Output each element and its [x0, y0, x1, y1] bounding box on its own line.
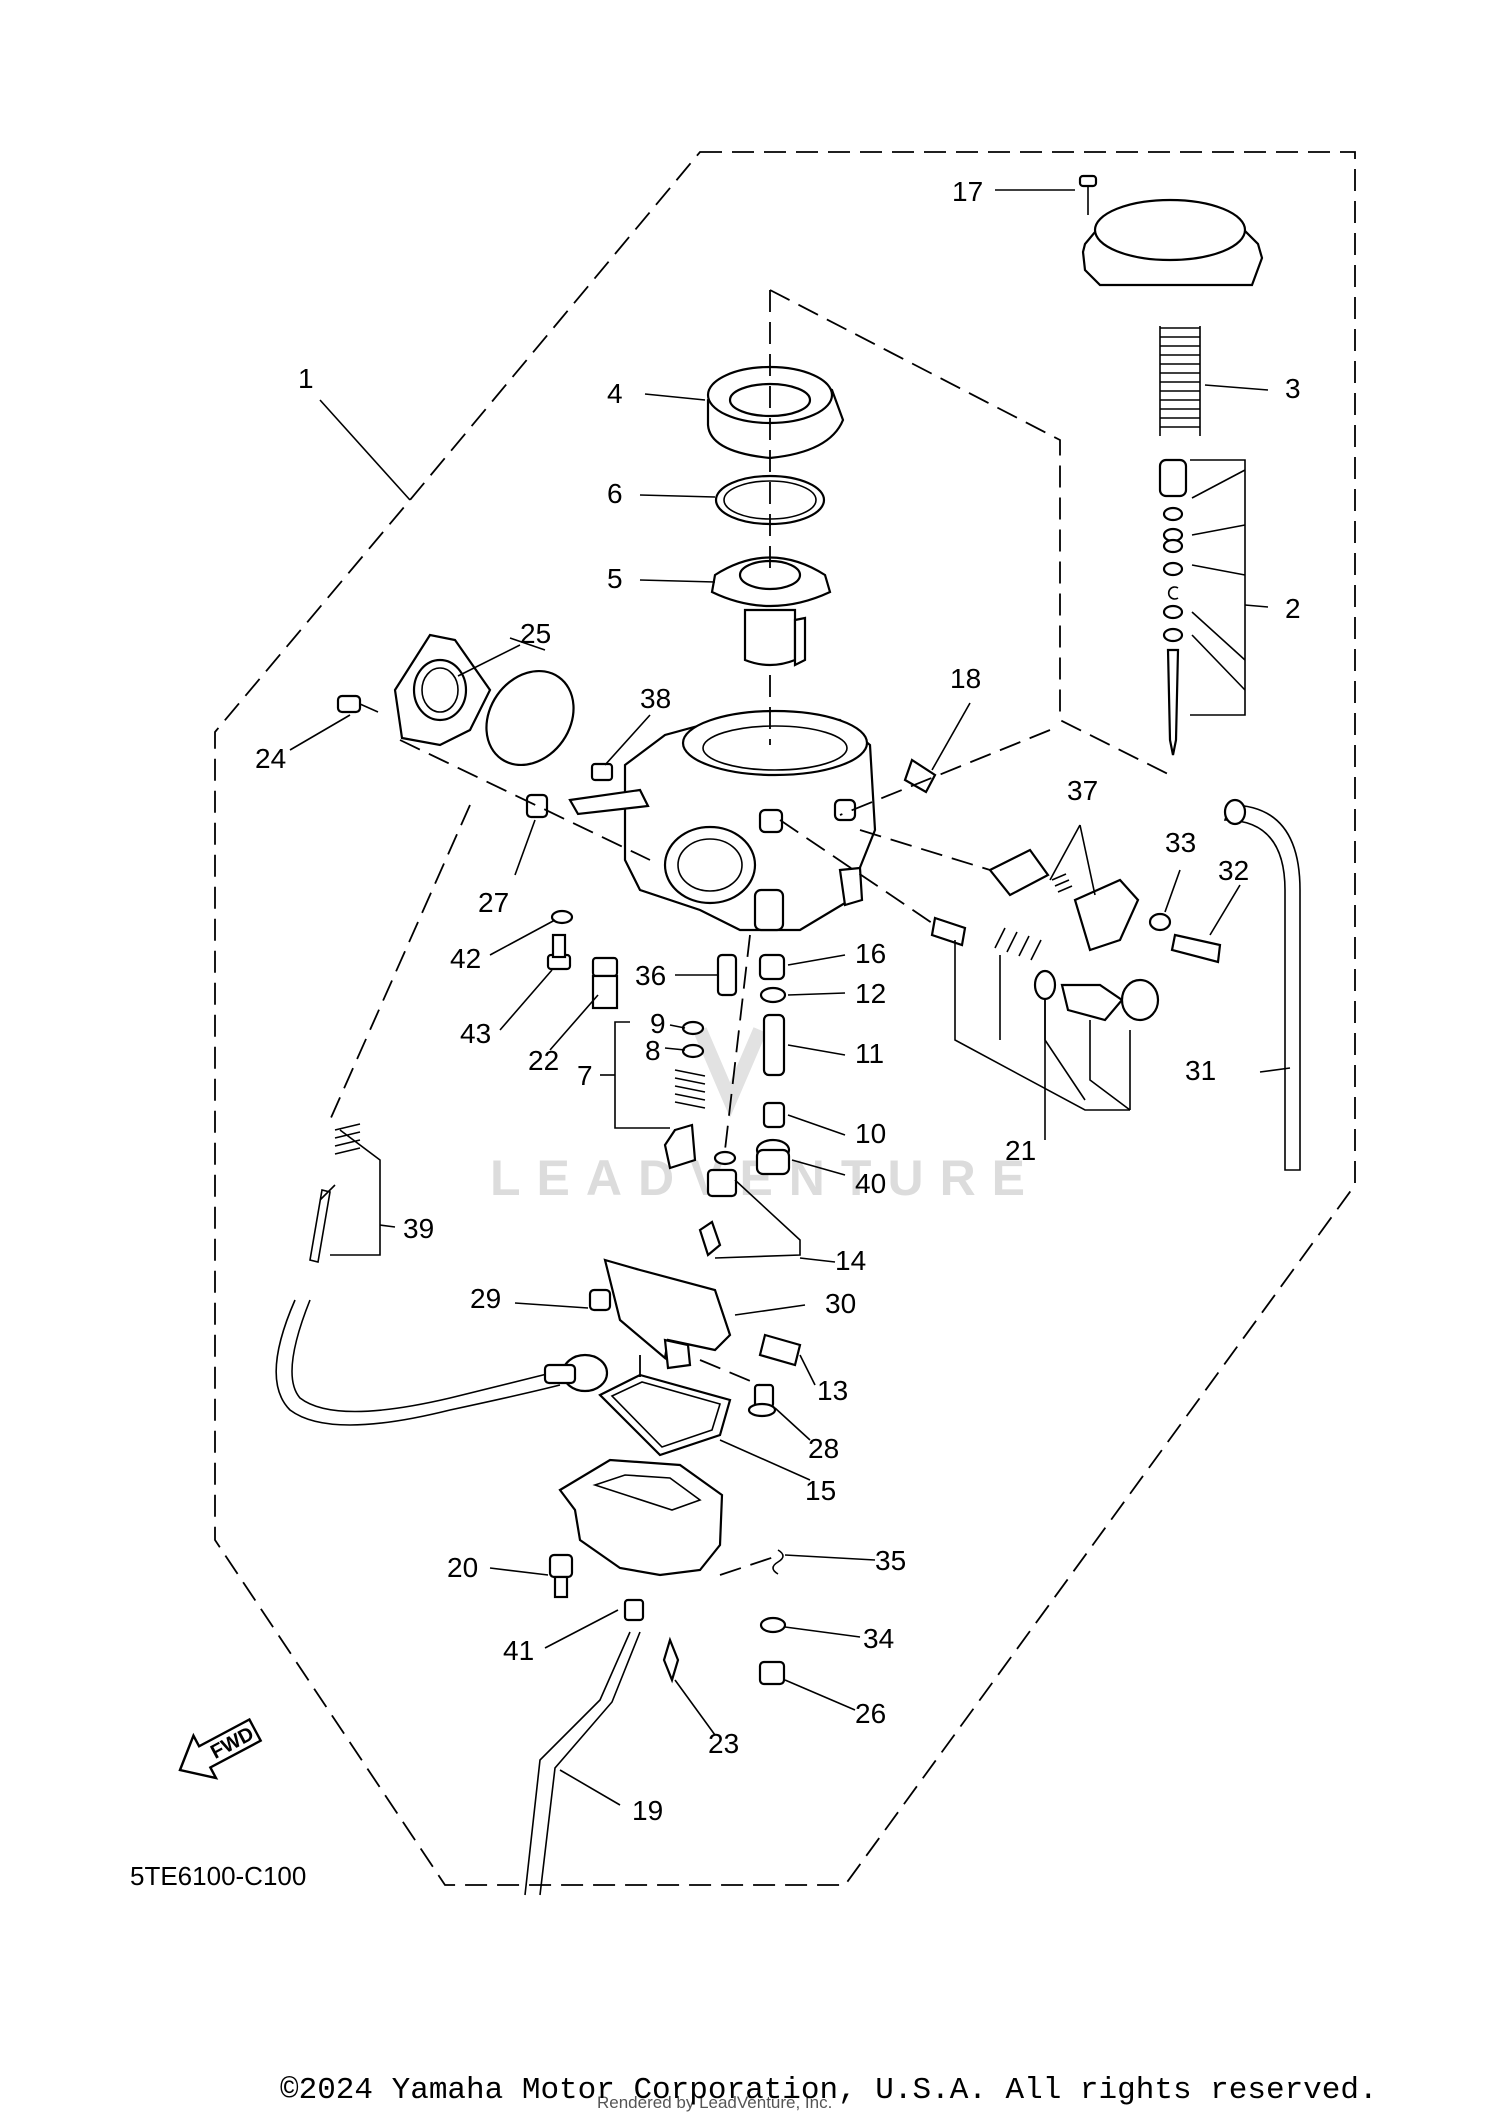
part-diaphragm [706, 365, 845, 460]
part-main-jet-stack [755, 953, 791, 1176]
callout-19: 19 [632, 1795, 663, 1826]
callout-2: 2 [1285, 593, 1301, 624]
part-carburetor-body [568, 709, 937, 932]
part-float-bowl [548, 1458, 724, 1684]
callout-29: 29 [470, 1283, 501, 1314]
callout-21: 21 [1005, 1135, 1036, 1166]
part-drain-hose [524, 1631, 641, 1896]
callout-36: 36 [635, 960, 666, 991]
rendered-by-credit: Rendered by LeadVenture, Inc. [597, 2093, 833, 2112]
callout-15: 15 [805, 1475, 836, 1506]
callout-1: 1 [298, 363, 314, 394]
callout-20: 20 [447, 1552, 478, 1583]
copyright-notice: ©2024 Yamaha Motor Corporation, U.S.A. A… [280, 2073, 1378, 2108]
fwd-arrow-icon: FWD [178, 1717, 263, 1780]
part-intake-plate [336, 633, 575, 767]
callout-27: 27 [478, 887, 509, 918]
callout-12: 12 [855, 978, 886, 1009]
callout-42: 42 [450, 943, 481, 974]
callout-39: 39 [403, 1213, 434, 1244]
callout-4: 4 [607, 378, 623, 409]
callout-38: 38 [640, 683, 671, 714]
callout-32: 32 [1218, 855, 1249, 886]
callout-14: 14 [835, 1245, 866, 1276]
part-vent-hose [1223, 798, 1301, 1171]
assembly-boundary [214, 151, 1356, 1886]
callout-35: 35 [875, 1545, 906, 1576]
callout-24: 24 [255, 743, 286, 774]
part-throttle-cable [275, 1123, 609, 1426]
callout-17: 17 [952, 176, 983, 207]
callout-33: 33 [1165, 827, 1196, 858]
callout-6: 6 [607, 478, 623, 509]
callout-3: 3 [1285, 373, 1301, 404]
callout-22: 22 [528, 1045, 559, 1076]
callout-41: 41 [503, 1635, 534, 1666]
callout-5: 5 [607, 563, 623, 594]
part-piston [710, 556, 832, 667]
part-pilot-screw-set [930, 916, 1160, 1022]
callout-10: 10 [855, 1118, 886, 1149]
callout-43: 43 [460, 1018, 491, 1049]
callout-23: 23 [708, 1728, 739, 1759]
callout-13: 13 [817, 1375, 848, 1406]
callout-28: 28 [808, 1433, 839, 1464]
part-bowl-gasket [598, 1373, 732, 1457]
part-float [588, 1258, 802, 1418]
part-air-cutoff-valve [988, 848, 1222, 964]
callout-8: 8 [645, 1035, 661, 1066]
callout-16: 16 [855, 938, 886, 969]
callout-7: 7 [577, 1060, 593, 1091]
callout-37: 37 [1067, 775, 1098, 806]
part-drain-hardware [758, 1549, 787, 1686]
drawing-code: 5TE6100-C100 [130, 1861, 306, 1891]
callout-31: 31 [1185, 1055, 1216, 1086]
callout-9: 9 [650, 1008, 666, 1039]
part-needle-valve [698, 1150, 738, 1257]
part-needle-set [1158, 458, 1188, 756]
part-small-hardware-left [525, 793, 619, 1010]
callout-34: 34 [863, 1623, 894, 1654]
callout-18: 18 [950, 663, 981, 694]
callouts: 1 2 3 4 5 6 7 8 9 10 11 12 13 14 15 16 1… [255, 176, 1301, 1826]
leader-lines [289, 189, 1291, 1806]
callout-11: 11 [855, 1038, 884, 1069]
callout-30: 30 [825, 1288, 856, 1319]
callout-26: 26 [855, 1698, 886, 1729]
part-spring [1159, 326, 1201, 436]
callout-40: 40 [855, 1168, 886, 1199]
part-pilot-jet-set [663, 953, 738, 1170]
part-top-cover [1078, 174, 1264, 287]
callout-25: 25 [520, 618, 551, 649]
